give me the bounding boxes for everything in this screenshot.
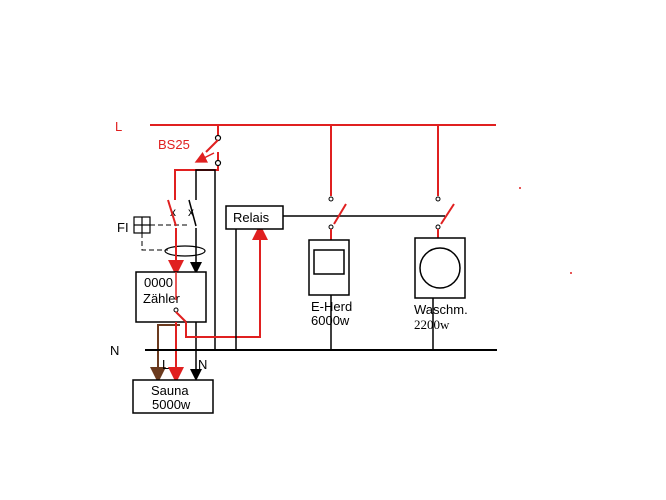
rcd-blade-l — [167, 199, 177, 227]
stove-icon — [308, 239, 350, 296]
sauna-l-label: L — [162, 357, 169, 372]
neutral-label: N — [110, 343, 119, 358]
meter-label: Zähler — [143, 291, 181, 306]
washer-switch-blade — [440, 203, 455, 225]
stove-name: E-Herd — [311, 299, 352, 314]
breaker-contact-top — [214, 134, 222, 142]
meter-out-blade — [175, 311, 187, 323]
rcd-test-button-icon — [133, 216, 151, 234]
meter-box — [135, 271, 207, 323]
stove-contact-bottom — [328, 224, 334, 230]
stove-switch-blade — [333, 203, 347, 225]
sauna-earth-wire — [150, 324, 180, 383]
rcd-label: FI — [117, 220, 129, 235]
phase-label: L — [115, 119, 122, 134]
relay-box — [225, 205, 284, 230]
rcd-core-icon — [164, 245, 206, 257]
washer-power: 2200w — [414, 317, 450, 332]
washer-contact-top — [435, 196, 441, 202]
rcd-blade-n — [188, 199, 197, 227]
washer-icon — [414, 237, 466, 299]
relay-label: Relais — [233, 210, 270, 225]
relay-control-wire — [185, 224, 268, 338]
sauna-name: Sauna — [151, 383, 189, 398]
stove-contact-top — [328, 196, 334, 202]
stove-power: 6000w — [311, 313, 350, 328]
sauna-n-label: N — [198, 357, 207, 372]
washer-name: Waschm. — [414, 302, 468, 317]
breaker-label: BS25 — [158, 137, 190, 152]
breaker-contact-bottom — [214, 159, 222, 167]
washer-contact-bottom — [435, 224, 441, 230]
rcd-sense-link — [141, 233, 168, 251]
sauna-box — [132, 379, 214, 414]
stray-dot — [570, 272, 572, 274]
stray-dot — [519, 187, 521, 189]
meter-count: 0000 — [144, 275, 173, 290]
breaker-blade — [205, 139, 219, 153]
rcd-contact-l: x — [170, 205, 176, 219]
rcd-neutral-feed — [195, 169, 216, 350]
rcd-contact-n: x — [188, 205, 194, 219]
breaker-arrow — [194, 151, 215, 163]
sauna-power: 5000w — [152, 397, 191, 412]
